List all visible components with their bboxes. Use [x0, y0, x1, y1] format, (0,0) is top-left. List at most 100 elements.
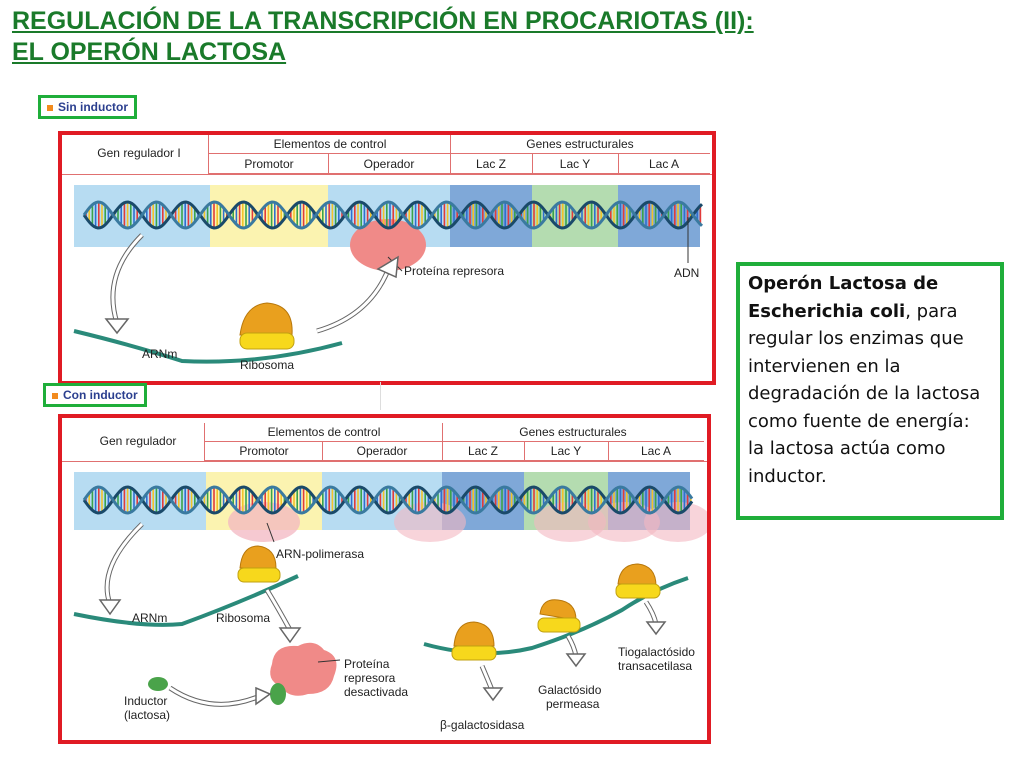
header-operador: Operador	[363, 157, 415, 171]
polymerase-pointer	[266, 522, 275, 543]
label-permeasa-l2: permeasa	[546, 697, 600, 711]
header-lac-y: Lac Y	[559, 157, 591, 171]
header-promotor: Promotor	[239, 444, 289, 458]
header-gen-regulador: Gen regulador I	[97, 146, 181, 160]
ribosome-small-subunit	[615, 583, 661, 599]
section-label-text: Con inductor	[63, 388, 138, 402]
label-arnm: ARNm	[132, 611, 167, 625]
inductor-lactosa	[148, 677, 168, 691]
arrow-ribosome-to-repressor-inner	[265, 589, 292, 631]
ribosome-large-subunit	[539, 599, 577, 621]
title-line-2: EL OPERÓN LACTOSA	[12, 38, 287, 66]
info-bold-text: Operón Lactosa de Escherichia coli	[748, 273, 939, 322]
label-adn: ADN	[674, 266, 699, 280]
label-transacetilasa-l2: transacetilasa	[618, 659, 692, 673]
arrowhead-icon	[376, 255, 399, 279]
title-line-1: REGULACIÓN DE LA TRANSCRIPCIÓN EN PROCAR…	[12, 7, 754, 35]
repressor-deactivated	[270, 642, 337, 696]
header-lac-y: Lac Y	[550, 444, 582, 458]
inductor-bound	[270, 683, 286, 705]
ribosome-small-subunit	[239, 332, 295, 350]
header-divider	[442, 423, 443, 461]
header-elementos-control: Elementos de control	[273, 137, 387, 151]
header-divider	[208, 135, 209, 174]
header-genes-estructurales: Genes estructurales	[526, 137, 634, 151]
header-gen-regulador: Gen regulador	[99, 434, 177, 448]
info-text-2: la lactosa actúa como inductor.	[748, 438, 946, 487]
label-permeasa-l1: Galactósido	[538, 683, 602, 697]
label-proteina-l3: desactivada	[344, 685, 408, 699]
header-lac-z: Lac Z	[475, 157, 506, 171]
diagram-con-inductor: ARN-polimerasa ARNm Ribosoma Proteína re…	[73, 472, 707, 732]
label-arn-polimerasa: ARN-polimerasa	[276, 547, 364, 561]
label-proteina-represora: Proteína represora	[404, 264, 504, 278]
header-lac-a: Lac A	[640, 444, 672, 458]
header-divider	[450, 135, 451, 174]
polymerase-ghost	[644, 502, 707, 542]
header-divider	[204, 441, 704, 442]
header-elementos-control: Elementos de control	[267, 425, 381, 439]
header-divider	[208, 153, 710, 154]
header-divider	[62, 174, 712, 175]
label-beta-galactosidasa: β-galactosidasa	[440, 718, 525, 732]
ribosome-large-subunit	[239, 545, 277, 569]
panel-sin-inductor: Gen regulador I Elementos de control Gen…	[58, 131, 716, 385]
header-divider	[532, 154, 533, 174]
arrow-gene-to-mrna-inner	[111, 233, 144, 324]
arrow-product-inner	[480, 665, 494, 691]
header-divider	[322, 442, 323, 461]
label-ribosoma: Ribosoma	[240, 358, 294, 372]
repressor-pointer	[317, 659, 341, 663]
page-title: REGULACIÓN DE LA TRANSCRIPCIÓN EN PROCAR…	[12, 6, 754, 68]
ribosome-small-subunit	[537, 617, 581, 633]
section-label-con-inductor: Con inductor	[43, 383, 147, 407]
ribosome-small-subunit	[451, 645, 497, 661]
info-box: Operón Lactosa de Escherichia coli, para…	[736, 262, 1004, 520]
ribosome-large-subunit	[239, 302, 293, 336]
arrow-ribosome-to-repressor	[316, 264, 393, 334]
arrowhead-icon	[645, 621, 667, 636]
dna-helix	[82, 200, 704, 230]
header-promotor: Promotor	[244, 157, 294, 171]
panel-con-inductor: Gen regulador Elementos de control Genes…	[58, 414, 711, 744]
arrowhead-icon	[565, 653, 587, 668]
label-arnm: ARNm	[142, 347, 177, 361]
label-inductor-l2: (lactosa)	[124, 708, 170, 722]
header-lac-a: Lac A	[648, 157, 680, 171]
ribosome-large-subunit	[617, 563, 657, 587]
label-ribosoma: Ribosoma	[216, 611, 270, 625]
arrow-gene-to-mrna	[110, 233, 144, 324]
mrna-strand	[73, 329, 343, 364]
header-divider	[208, 173, 710, 174]
header-divider	[524, 442, 525, 461]
ribosome-small-subunit	[237, 567, 281, 583]
header-divider	[608, 442, 609, 461]
arrow-ribosome-to-repressor-inner	[316, 264, 392, 333]
section-label-sin-inductor: Sin inductor	[38, 95, 137, 119]
separator-line	[380, 382, 381, 410]
label-proteina-l2: represora	[344, 671, 396, 685]
ribosome-large-subunit	[453, 621, 495, 647]
diagram-sin-inductor: ADN Proteína represora ARNm Ribosoma	[73, 185, 704, 372]
header-divider	[204, 460, 704, 461]
section-label-text: Sin inductor	[58, 100, 128, 114]
header-genes-estructurales: Genes estructurales	[519, 425, 627, 439]
arrowhead-icon	[482, 687, 504, 702]
dna-helix	[82, 485, 694, 515]
header-divider	[204, 423, 205, 461]
repressor-protein	[350, 219, 426, 271]
info-text: , para regular los enzimas que intervien…	[748, 300, 981, 432]
header-operador: Operador	[356, 444, 408, 458]
arrow-inductor-inner	[169, 686, 261, 706]
bullet-square-icon	[52, 392, 58, 399]
label-transacetilasa-l1: Tiogalactósido	[618, 645, 695, 659]
bullet-square-icon	[47, 104, 53, 111]
header-divider	[618, 154, 619, 174]
mrna-strand	[73, 574, 299, 627]
arrowhead-icon	[255, 686, 272, 706]
header-divider	[328, 154, 329, 174]
arrow-gene-to-mrna-inner	[105, 522, 144, 605]
header-lac-z: Lac Z	[467, 444, 498, 458]
label-proteina-l1: Proteína	[344, 657, 390, 671]
arrowhead-icon	[98, 599, 122, 616]
